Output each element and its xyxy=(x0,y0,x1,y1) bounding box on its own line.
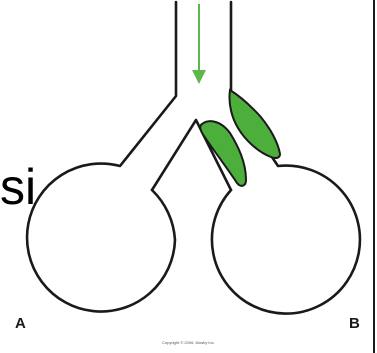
slide-border xyxy=(373,0,375,353)
overlay-text-fragment: si xyxy=(0,162,36,212)
label-b: B xyxy=(349,315,360,332)
down-arrow-icon xyxy=(192,4,206,84)
copyright-notice: Copyright © 2006, Mosby Inc. xyxy=(0,340,377,345)
label-a: A xyxy=(15,315,26,332)
left-airway-wall xyxy=(27,2,176,312)
